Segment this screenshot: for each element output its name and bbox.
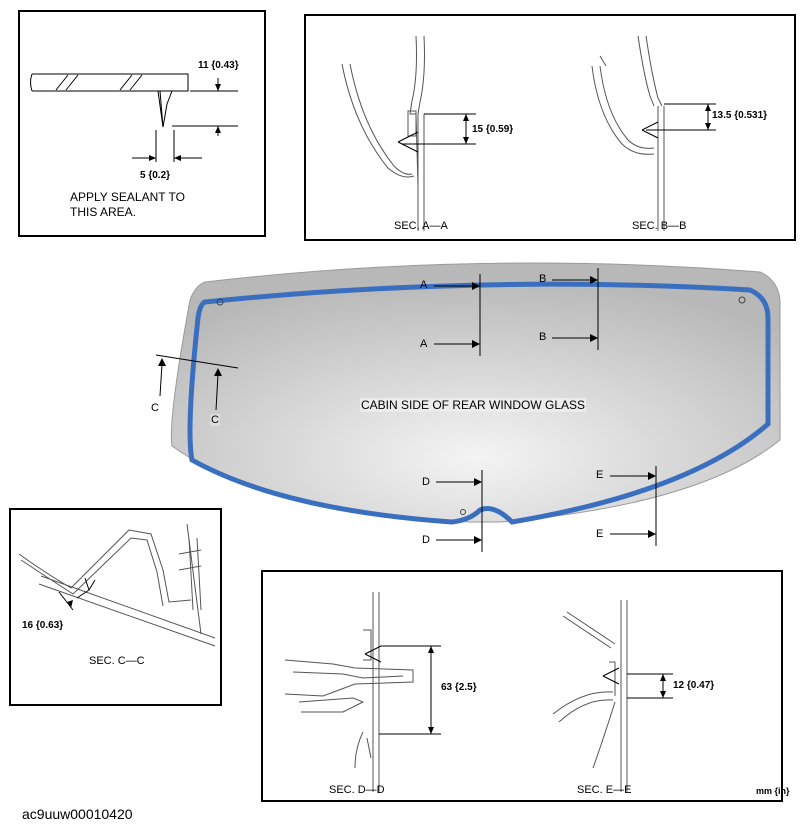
sealant-height-dimension: 11 {0.43} [198,60,239,71]
marker-c-right: C [210,414,220,426]
section-c-dimension: 16 {0.63} [22,620,64,631]
section-a-dimension: 15 {0.59} [472,124,514,135]
section-de-drawing [284,592,673,792]
sealant-note-line1: APPLY SEALANT TO [70,190,185,204]
marker-d-bottom: D [422,534,430,546]
marker-c-left: C [151,402,159,414]
section-d-label: SEC. D—D [329,784,385,796]
marker-b-bottom: B [539,331,547,343]
sealant-detail-panel: 11 {0.43} 5 {0.2} APPLY SEALANT TO THIS … [18,10,266,237]
glass-pane [170,262,781,523]
sealant-bead [187,281,771,525]
section-ab-drawing [341,35,716,231]
marker-e-top: E [596,469,604,481]
section-c-panel: 16 {0.63} SEC. C—C [9,508,222,706]
marker-a-top: A [420,279,428,291]
marker-e-bottom: E [596,528,604,540]
section-c-label: SEC. C—C [89,655,145,667]
sealant-width-dimension: 5 {0.2} [140,170,171,181]
figure-id: ac9uuw00010420 [22,806,133,822]
section-b-label: SEC. B—B [632,220,687,232]
section-c-drawing [18,523,216,647]
section-b-dimension: 13.5 {0.531} [712,110,768,121]
section-d-dimension: 63 {2.5} [441,682,477,693]
sealant-detail-drawing [30,73,238,162]
section-ab-panel: 15 {0.59} 13.5 {0.531} SEC. A—A SEC. B—B [304,14,796,241]
marker-b-top: B [539,273,547,285]
section-e-label: SEC. E—E [577,784,632,796]
units-note: mm {in} [756,786,790,796]
sealant-note-line2: THIS AREA. [70,205,137,219]
marker-d-top: D [422,476,430,488]
section-e-dimension: 12 {0.47} [673,680,715,691]
section-de-panel: 63 {2.5} 12 {0.47} SEC. D—D SEC. E—E [261,570,783,802]
glass-caption: CABIN SIDE OF REAR WINDOW GLASS [360,398,587,412]
section-a-label: SEC. A—A [394,220,448,232]
marker-a-bottom: A [420,338,428,350]
